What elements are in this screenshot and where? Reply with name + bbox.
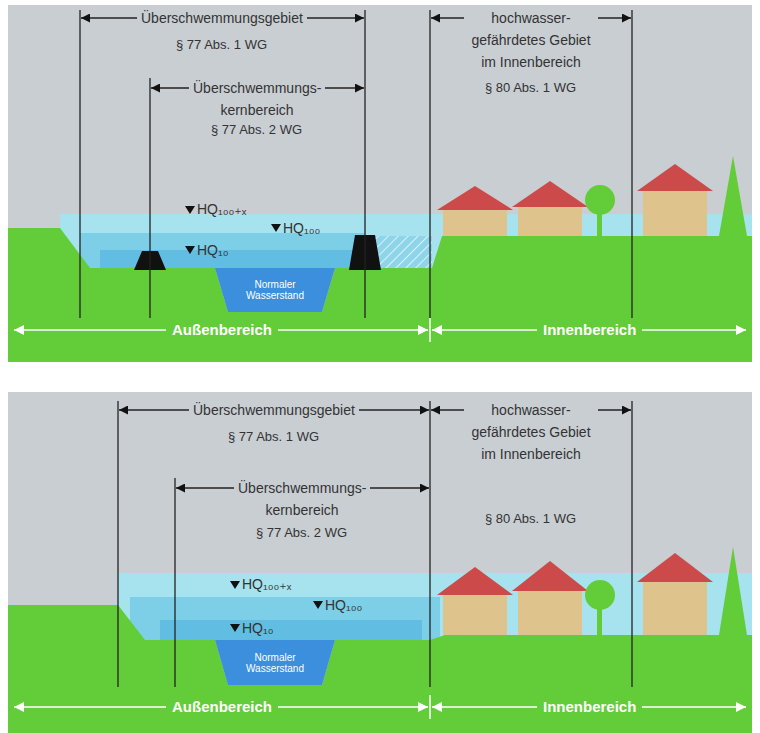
channel-water [215,640,335,685]
house-wall [443,592,507,635]
tree [585,185,615,215]
water-level-label: HQ₁₀₀ [283,219,320,237]
tree-trunk [597,607,602,635]
law-reference: § 80 Abs. 1 WG [481,508,580,530]
water-level-label: HQ₁₀₀₊ₓ [242,575,291,593]
house-wall [443,207,507,236]
law-reference: § 77 Abs. 2 WG [252,522,351,544]
area-title: hochwasser- gefährdetes Gebiet im Innenb… [464,7,598,73]
channel-label: Normaler Wasserstand [215,268,335,312]
sky [8,392,752,733]
tree-trunk [597,212,602,236]
house-wall [643,188,707,236]
zone-label: Innenbereich [537,319,642,341]
water-hq100 [80,233,365,270]
house-wall [643,579,707,635]
water-hq100x [118,573,752,640]
hatched-area [372,236,432,270]
water-hq10 [160,620,422,640]
house-roof [637,164,713,191]
channel-water [215,268,335,312]
area-title: Überschwemmungsgebiet [189,399,359,421]
water-level-label: HQ₁₀₀ [325,596,362,614]
panel-top [8,5,752,362]
area-arrows [14,695,746,719]
house-roof [437,186,513,210]
ground [8,605,752,733]
channel-label: Normaler Wasserstand [215,640,335,685]
zone-label: Innenbereich [537,696,642,718]
area-arrows [14,318,746,342]
pine-tree [719,156,747,236]
river-channel: Normaler Wasserstand [215,640,335,685]
area-title: Überschwemmungs- kernbereich [234,477,370,521]
water-level-label: HQ₁₀ [242,619,274,637]
panel-bottom [8,392,752,733]
tree [585,580,615,610]
house-roof [437,567,513,595]
ground [8,228,752,362]
law-reference: § 77 Abs. 2 WG [207,119,306,141]
water-level-label: HQ₁₀₀₊ₓ [197,200,246,218]
water-hq10 [100,250,362,270]
law-reference: § 80 Abs. 1 WG [481,77,580,99]
house-roof [512,561,588,591]
house-roof [637,553,713,582]
house-wall [518,588,582,635]
house-wall [518,204,582,236]
water-level-label: HQ₁₀ [197,241,229,259]
area-title: hochwasser- gefährdetes Gebiet im Innenb… [464,399,598,465]
pine-tree [719,547,747,635]
house-roof [512,181,588,207]
water-hq100 [130,597,440,640]
zone-label: Außenbereich [166,319,278,341]
law-reference: § 77 Abs. 1 WG [172,34,271,56]
law-reference: § 77 Abs. 1 WG [224,426,323,448]
sky [8,5,752,362]
area-title: Überschwemmungsgebiet [137,7,307,29]
area-title: Überschwemmungs- kernbereich [189,77,325,121]
zone-label: Außenbereich [166,696,278,718]
river-channel: Normaler Wasserstand [215,268,335,312]
